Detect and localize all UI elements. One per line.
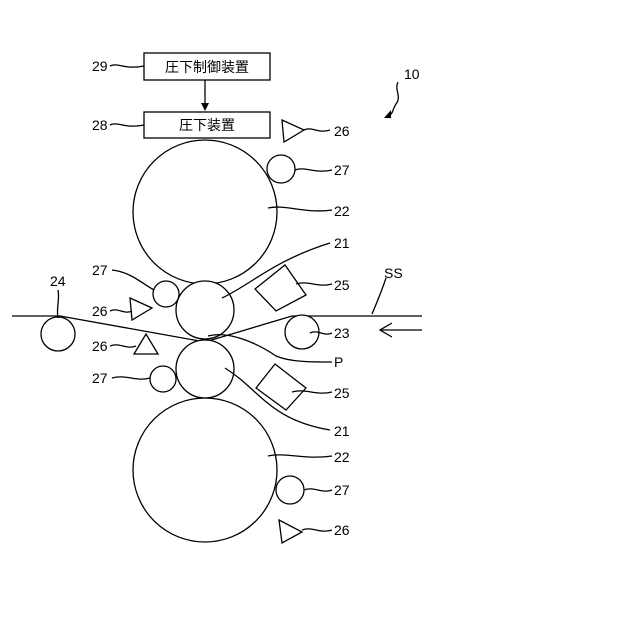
label-p: P: [334, 354, 343, 370]
leader-26-top: [304, 129, 330, 131]
upper-backup-roll: [133, 140, 277, 284]
leader-29: [110, 65, 144, 67]
reduction-device-box-label: 圧下装置: [179, 117, 235, 133]
label-22-top: 22: [334, 203, 350, 219]
leader-28: [110, 124, 144, 126]
label-26-top: 26: [334, 123, 350, 139]
label-27-upper-left: 27: [92, 262, 108, 278]
upper-square-device: [255, 265, 306, 311]
leader-26-lower-left: [110, 345, 136, 347]
label-26-bottom: 26: [334, 522, 350, 538]
upper-work-roll: [176, 281, 234, 339]
label-27-top: 27: [334, 162, 350, 178]
triangle-upper-left: [130, 298, 152, 320]
label-10: 10: [404, 66, 420, 82]
reduction-control-box-label: 圧下制御装置: [165, 59, 249, 75]
label-23: 23: [334, 325, 350, 341]
label-29: 29: [92, 58, 108, 74]
control-arrow-head: [201, 103, 209, 111]
leader-24: [57, 290, 58, 318]
leader-26-bottom: [302, 529, 332, 531]
label-25-top: 25: [334, 277, 350, 293]
label-28: 28: [92, 117, 108, 133]
label-26-upper-left: 26: [92, 303, 108, 319]
label-21-top: 21: [334, 235, 350, 251]
lower-work-roll: [176, 340, 234, 398]
leader-27-bottom: [304, 489, 332, 491]
label-22-bottom: 22: [334, 449, 350, 465]
label-27-bottom: 27: [334, 482, 350, 498]
label-24: 24: [50, 273, 66, 289]
label-25-bottom: 25: [334, 385, 350, 401]
lower-square-device: [256, 364, 306, 410]
exit-roll: [41, 317, 75, 351]
label-26-lower-left: 26: [92, 338, 108, 354]
triangle-top-right: [282, 120, 304, 142]
leader-27-lower-left: [112, 377, 150, 379]
triangle-lower-left: [134, 334, 158, 354]
leader-ss: [372, 278, 386, 314]
small-roll-upper-left: [153, 281, 179, 307]
small-roll-bottom-right: [276, 476, 304, 504]
label-ss: SS: [384, 265, 403, 281]
leader-27-top: [295, 169, 332, 171]
lower-backup-roll: [133, 398, 277, 542]
leader-27-upper-left: [112, 270, 154, 290]
mill-leader-arrow: [384, 110, 391, 118]
small-roll-lower-left: [150, 366, 176, 392]
label-27-lower-left: 27: [92, 370, 108, 386]
leader-22-bottom: [268, 455, 332, 457]
label-21-bottom: 21: [334, 423, 350, 439]
triangle-bottom-right: [279, 520, 302, 543]
leader-25-top: [296, 283, 332, 285]
small-roll-top-right: [267, 155, 295, 183]
leader-26-upper-left: [110, 310, 132, 312]
